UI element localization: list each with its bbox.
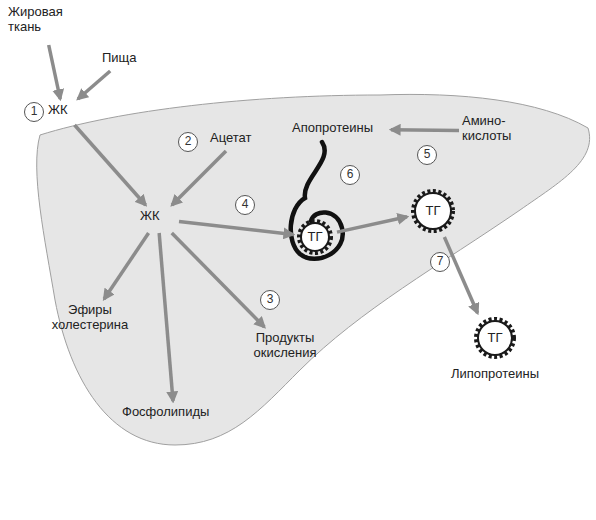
flow-arrow <box>75 125 146 205</box>
text-node: Ацетат <box>210 130 266 148</box>
node-label: Фосфолипиды <box>122 404 226 419</box>
node-label: Жировая ткань <box>8 4 80 34</box>
flow-arrow <box>172 233 265 327</box>
text-node: Амино- кислоты <box>462 113 524 149</box>
text-node: Эфиры холестерина <box>40 302 140 338</box>
node-label: ТГ <box>410 203 456 218</box>
tg-node: ТГ <box>410 188 456 234</box>
callout-number: 4 <box>235 195 255 215</box>
flow-arrow <box>49 45 61 99</box>
text-node: Фосфолипиды <box>122 404 226 422</box>
tg-node: ТГ <box>296 218 334 256</box>
node-label: Апопротеины <box>292 120 388 135</box>
node-label: Амино- кислоты <box>462 113 524 143</box>
node-label: Ацетат <box>210 130 266 145</box>
node-label: ТГ <box>296 229 334 244</box>
node-label: Пища <box>102 50 146 65</box>
text-node: Жировая ткань <box>8 4 80 42</box>
flow-arrow <box>179 221 293 234</box>
tg-node: ТГ Липопротеины <box>440 316 550 390</box>
callout-number: 3 <box>260 290 280 310</box>
flow-arrow <box>172 151 226 205</box>
node-label: ТГ <box>440 330 550 345</box>
node-label: ЖК <box>140 208 176 223</box>
flow-arrow <box>337 217 407 232</box>
callout-number: 5 <box>417 145 437 165</box>
callout-number: 1 <box>24 102 44 122</box>
callout-number: 2 <box>178 132 198 152</box>
flow-arrow <box>444 237 477 313</box>
liver-shape <box>37 94 590 445</box>
flow-arrow <box>159 233 173 401</box>
flow-arrow <box>78 71 110 99</box>
node-label: Эфиры холестерина <box>40 302 140 332</box>
node-caption: Липопротеины <box>440 366 550 381</box>
node-label: ЖК <box>48 102 78 117</box>
text-node: Пища <box>102 50 146 68</box>
callout-number: 7 <box>430 252 450 272</box>
text-node: Продукты окисления <box>240 330 330 366</box>
node-label: Продукты окисления <box>240 330 330 360</box>
flow-arrow <box>391 128 459 132</box>
callout-number: 6 <box>340 165 360 185</box>
text-node: ЖК <box>48 102 78 122</box>
text-node: Апопротеины <box>292 120 388 138</box>
flow-arrow <box>104 233 148 299</box>
apoprotein-chain <box>291 142 343 259</box>
text-node: ЖК <box>140 208 176 230</box>
